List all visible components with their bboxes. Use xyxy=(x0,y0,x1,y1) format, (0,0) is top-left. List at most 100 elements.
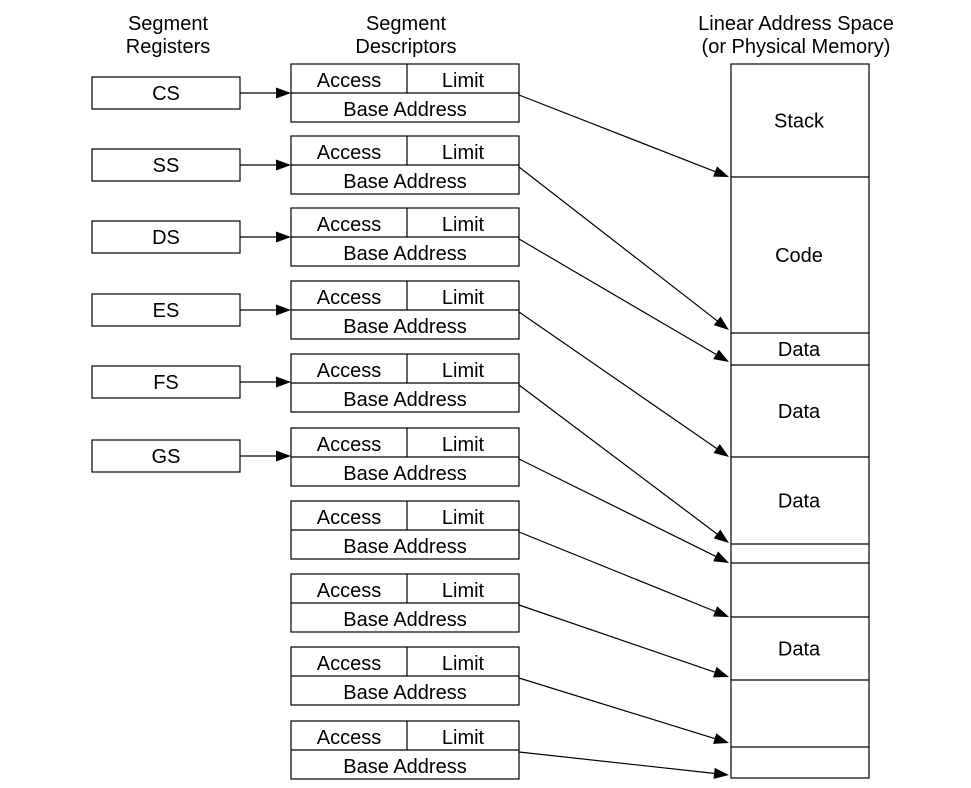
descriptor-arrow-10-arrowhead xyxy=(713,767,729,779)
descriptor-access-label: Access xyxy=(317,142,381,164)
descriptor-access-label: Access xyxy=(317,434,381,456)
memory-region-label: Data xyxy=(778,639,821,661)
segment-registers: CS SS DS ES FS GS xyxy=(91,76,241,473)
descriptor-arrow-2 xyxy=(518,166,729,330)
registers-header-line2: Registers xyxy=(126,36,210,58)
descriptor-arrow-3-arrowhead xyxy=(713,349,729,362)
descriptor-access-label: Access xyxy=(317,580,381,602)
memory-region-4: Data xyxy=(731,364,869,423)
descriptor-limit-label: Limit xyxy=(442,360,485,382)
memory-region-label: Data xyxy=(778,401,821,423)
register-fs: FS xyxy=(91,365,241,399)
descriptor-arrow-8-line xyxy=(518,604,716,673)
register-arrow-3-arrowhead xyxy=(276,231,291,243)
register-label: CS xyxy=(152,83,180,105)
memory-region-1: Stack xyxy=(774,111,825,133)
register-label: FS xyxy=(153,372,179,394)
register-arrow-4 xyxy=(240,304,291,316)
register-label: SS xyxy=(153,155,180,177)
descriptor-limit-label: Limit xyxy=(442,580,485,602)
memory-region-5: Data xyxy=(731,456,869,513)
descriptor-base-label: Base Address xyxy=(343,243,466,265)
register-arrow-5-arrowhead xyxy=(276,376,291,388)
descriptor-limit-label: Limit xyxy=(442,507,485,529)
descriptor-arrow-7-arrowhead xyxy=(713,606,729,617)
connector-arrows xyxy=(240,87,729,779)
descriptor-limit-label: Limit xyxy=(442,434,485,456)
descriptor-arrow-6 xyxy=(518,458,729,563)
descriptors-header-line2: Descriptors xyxy=(355,36,456,58)
descriptor-arrow-7 xyxy=(518,531,729,617)
register-arrow-6 xyxy=(240,450,291,462)
descriptor-arrow-2-arrowhead xyxy=(713,316,729,330)
descriptor-arrow-4-arrowhead xyxy=(713,443,729,457)
register-box xyxy=(91,148,241,182)
descriptor-access-label: Access xyxy=(317,360,381,382)
descriptor-access-label: Access xyxy=(317,214,381,236)
register-arrow-5 xyxy=(240,376,291,388)
descriptor-base-label: Base Address xyxy=(343,389,466,411)
descriptor-arrow-5-arrowhead xyxy=(713,529,729,543)
descriptor-limit-label: Limit xyxy=(442,142,485,164)
descriptor-access-label: Access xyxy=(317,70,381,92)
register-arrow-2 xyxy=(240,159,291,171)
register-label: DS xyxy=(152,227,180,249)
descriptor-arrow-2-line xyxy=(518,166,718,322)
descriptor-arrow-1-line xyxy=(518,94,716,173)
memory-region-8: Data xyxy=(731,616,869,661)
register-arrow-1 xyxy=(240,87,291,99)
register-label: ES xyxy=(153,300,180,322)
descriptor-base-label: Base Address xyxy=(343,99,466,121)
register-gs: GS xyxy=(91,439,241,473)
descriptor-base-label: Base Address xyxy=(343,536,466,558)
descriptor-arrow-9 xyxy=(518,677,729,744)
descriptor-arrow-9-arrowhead xyxy=(713,733,729,744)
descriptor-limit-label: Limit xyxy=(442,727,485,749)
descriptor-base-label: Base Address xyxy=(343,463,466,485)
descriptor-base-label: Base Address xyxy=(343,756,466,778)
descriptor-arrow-1 xyxy=(518,94,729,177)
descriptor-arrow-5-line xyxy=(518,384,718,535)
descriptor-base-label: Base Address xyxy=(343,682,466,704)
registers-header-line1: Segment xyxy=(128,13,208,35)
register-label: GS xyxy=(152,446,181,468)
memory-region-3: Data xyxy=(731,332,869,361)
descriptor-arrow-10 xyxy=(518,751,729,779)
register-ds: DS xyxy=(91,220,241,254)
descriptor-arrow-4-line xyxy=(518,311,717,449)
descriptor-limit-label: Limit xyxy=(442,287,485,309)
descriptor-arrow-3-line xyxy=(518,238,717,355)
register-arrow-1-arrowhead xyxy=(276,87,291,99)
register-box xyxy=(91,220,241,254)
descriptor-arrow-6-arrowhead xyxy=(713,551,729,563)
register-arrow-6-arrowhead xyxy=(276,450,291,462)
register-cs: CS xyxy=(91,76,241,110)
register-ss: SS xyxy=(91,148,241,182)
memory-region-2: Code xyxy=(731,176,869,267)
descriptor-limit-label: Limit xyxy=(442,653,485,675)
register-es: ES xyxy=(91,293,241,327)
descriptor-arrow-9-line xyxy=(518,677,715,740)
register-box xyxy=(91,76,241,110)
memory-header-line2: (or Physical Memory) xyxy=(702,36,891,58)
register-arrow-3 xyxy=(240,231,291,243)
registers-header: Segment Registers xyxy=(126,13,210,58)
memory-region-label: Stack xyxy=(774,111,825,133)
descriptor-arrow-6-line xyxy=(518,458,716,557)
descriptor-access-label: Access xyxy=(317,727,381,749)
descriptor-arrow-3 xyxy=(518,238,729,362)
descriptor-base-label: Base Address xyxy=(343,316,466,338)
descriptor-access-label: Access xyxy=(317,653,381,675)
memory-region-label: Code xyxy=(775,245,823,267)
